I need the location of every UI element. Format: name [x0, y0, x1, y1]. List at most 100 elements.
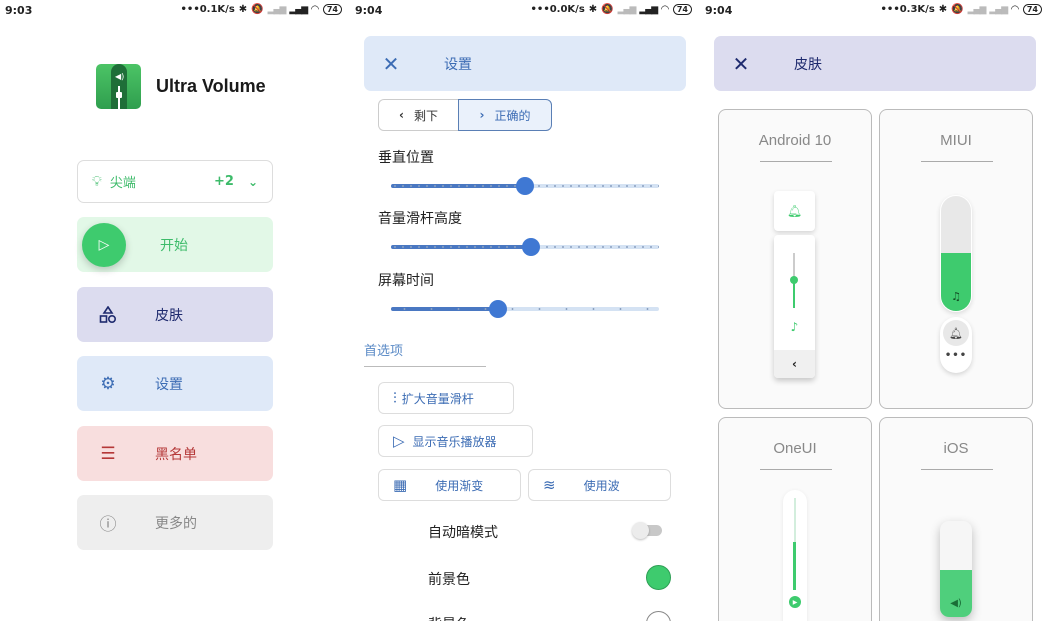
tips-dropdown[interactable]: 💡︎ 尖端 +2 ⌄ — [77, 160, 273, 203]
divider — [760, 161, 832, 162]
use-gradient-button[interactable]: ▦ 使用渐变 — [378, 469, 521, 501]
battery-icon: 74 — [1022, 4, 1042, 15]
side-right-button[interactable]: › 正确的 — [458, 99, 552, 131]
show-music-player-label: 显示音乐播放器 — [412, 434, 497, 449]
play-icon: ▶ — [789, 596, 801, 608]
play-icon[interactable]: ▷ — [82, 223, 126, 267]
wifi-icon: ◠ — [661, 4, 669, 15]
bluetooth-icon: ✱ — [588, 4, 598, 15]
start-label: 开始 — [160, 237, 188, 254]
skin-name: Android 10 — [758, 132, 832, 149]
slider-height-label: 音量滑杆高度 — [378, 211, 462, 227]
network-speed: •••0.1K/s — [180, 4, 235, 15]
settings-label: 设置 — [155, 376, 183, 393]
skins-label: 皮肤 — [155, 307, 183, 324]
status-time: 9:03 — [5, 4, 33, 17]
shapes-icon — [77, 305, 139, 324]
skin-card-android10[interactable]: Android 10 🔔︎ ♪ ‹ — [718, 109, 872, 409]
info-icon: ⓘ — [99, 515, 117, 535]
lightbulb-icon: 💡︎ — [92, 173, 102, 190]
start-button[interactable]: ▷ 开始 — [77, 217, 273, 272]
vertical-position-label: 垂直位置 — [378, 150, 434, 166]
android10-preview: ♪ ‹ — [774, 235, 815, 378]
settings-screen: 9:04 •••0.0K/s ✱ 🔕 ▂▄▆ ▂▄▆ ◠ 74 ✕ 设置 ‹ 剩… — [350, 0, 700, 621]
more-dots-icon: ••• — [944, 350, 968, 361]
status-bar: 9:04 •••0.0K/s ✱ 🔕 ▂▄▆ ▂▄▆ ◠ 74 — [350, 0, 700, 22]
gear-icon: ⚙ — [100, 373, 116, 394]
background-color-swatch[interactable] — [646, 611, 671, 621]
screen-time-label: 屏幕时间 — [378, 273, 434, 289]
tips-label: 尖端 — [109, 176, 136, 191]
skin-name: MIUI — [940, 132, 972, 149]
vertical-position-slider[interactable] — [391, 176, 659, 196]
bluetooth-icon: ✱ — [938, 4, 948, 15]
speaker-icon: ◀) — [950, 598, 962, 609]
status-bar: 9:04 •••0.3K/s ✱ 🔕 ▂▄▆ ▂▄▆ ◠ 74 — [700, 0, 1050, 22]
settings-button[interactable]: ⚙ 设置 — [77, 356, 273, 411]
skin-card-miui[interactable]: MIUI ♫ 🔔︎ ••• — [879, 109, 1033, 409]
foreground-color-label: 前景色 — [428, 572, 470, 588]
gradient-icon: ▦ — [393, 476, 408, 494]
mute-bell-icon: 🔕 — [601, 4, 614, 15]
status-bar: 9:03 •••0.1K/s ✱ 🔕 ▂▄▆ ▂▄▆ ◠ 74 — [0, 0, 350, 22]
expand-slider-label: 扩大音量滑杆 — [401, 391, 474, 406]
use-wave-button[interactable]: ≋ 使用波 — [528, 469, 671, 501]
chevron-left-icon: ‹ — [399, 108, 404, 122]
signal-icon: ▂▄▆ — [267, 4, 287, 15]
battery-icon: 74 — [322, 4, 342, 15]
miui-preview: ♫ — [940, 195, 972, 312]
side-right-label: 正确的 — [494, 108, 531, 123]
wave-icon: ≋ — [543, 476, 556, 494]
slider-thumb[interactable] — [522, 238, 540, 256]
app-title: Ultra Volume — [156, 76, 266, 96]
expand-slider-button[interactable]: ⫶ 扩大音量滑杆 — [378, 382, 514, 414]
signal-icon: ▂▄▆ — [617, 4, 637, 15]
wifi-icon: ◠ — [1011, 4, 1019, 15]
use-wave-label: 使用波 — [583, 478, 620, 493]
background-color-label: 背景色 — [428, 614, 470, 621]
auto-dark-mode-toggle[interactable] — [632, 522, 662, 539]
divider — [921, 469, 993, 470]
slider-height-slider[interactable] — [391, 237, 659, 257]
blacklist-button[interactable]: ☰ 黑名单 — [77, 426, 273, 481]
show-music-player-button[interactable]: ▷ 显示音乐播放器 — [378, 425, 533, 457]
home-screen: 9:03 •••0.1K/s ✱ 🔕 ▂▄▆ ▂▄▆ ◠ 74 ◀) Ultra… — [0, 0, 350, 621]
chevron-left-icon: ‹ — [774, 350, 815, 378]
chevron-down-icon: ⌄ — [247, 174, 258, 189]
skin-name: iOS — [943, 440, 969, 457]
more-button[interactable]: ⓘ 更多的 — [77, 495, 273, 550]
list-icon: ☰ — [100, 443, 116, 464]
page-title: 设置 — [444, 56, 472, 73]
preferences-title: 首选项 — [364, 344, 404, 359]
network-speed: •••0.0K/s — [530, 4, 585, 15]
skins-header: ✕ 皮肤 — [714, 36, 1036, 91]
ios-preview: ◀) — [940, 521, 972, 617]
side-left-button[interactable]: ‹ 剩下 — [378, 99, 458, 131]
signal-icon: ▂▄▆ — [639, 4, 658, 15]
battery-icon: 74 — [672, 4, 692, 15]
screen-time-slider[interactable] — [391, 299, 659, 319]
skins-button[interactable]: 皮肤 — [77, 287, 273, 342]
skin-card-ios[interactable]: iOS ◀) — [879, 417, 1033, 621]
skin-card-oneui[interactable]: OneUI ▶ — [718, 417, 872, 621]
bluetooth-icon: ✱ — [238, 4, 248, 15]
music-note-icon: ♪ — [790, 320, 799, 334]
skin-name: OneUI — [773, 440, 817, 457]
play-icon: ▷ — [393, 432, 405, 450]
page-title: 皮肤 — [794, 56, 822, 73]
oneui-preview: ▶ — [783, 490, 807, 621]
equalizer-icon: ⫶ — [393, 389, 397, 407]
slider-thumb[interactable] — [516, 177, 534, 195]
side-left-label: 剩下 — [413, 108, 438, 123]
signal-icon: ▂▄▆ — [989, 4, 1008, 15]
close-icon[interactable]: ✕ — [382, 51, 400, 76]
auto-dark-mode-label: 自动暗模式 — [428, 525, 498, 541]
mute-bell-icon: 🔕 — [951, 4, 964, 15]
use-gradient-label: 使用渐变 — [435, 478, 484, 493]
music-note-icon: ♫ — [951, 290, 961, 303]
slider-thumb[interactable] — [489, 300, 507, 318]
signal-icon: ▂▄▆ — [289, 4, 308, 15]
chevron-right-icon: › — [479, 108, 485, 122]
close-icon[interactable]: ✕ — [732, 51, 750, 76]
foreground-color-swatch[interactable] — [646, 565, 671, 590]
